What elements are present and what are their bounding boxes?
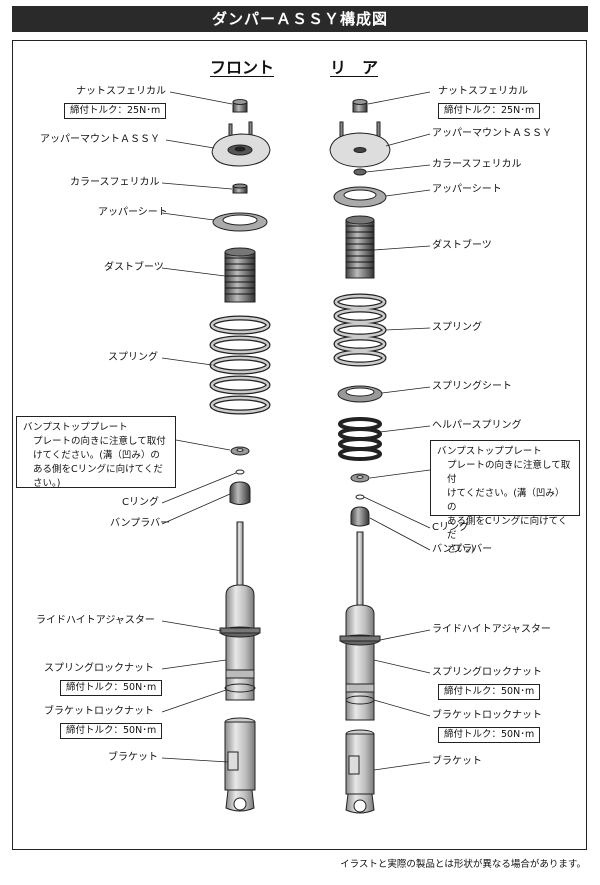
front-bump-rubber-part	[229, 481, 251, 505]
front-nut-part	[232, 99, 248, 113]
leader-lines	[161, 91, 431, 771]
rear-bump-stop-note: バンプストッププレート プレートの向きに注意して取付 けてください。(溝（凹み）…	[430, 440, 580, 555]
rear-c-ring-part	[355, 494, 365, 500]
rear-helper-spring-part	[338, 417, 382, 461]
front-assembly	[209, 99, 271, 812]
front-bump-stop-note: バンプストッププレート プレートの向きに注意して取付 けてください。(溝（凹み）…	[16, 416, 176, 489]
rear-damper-body-part	[339, 604, 381, 721]
rear-bracket-lock-torque: 締付トルク：50N･m	[438, 727, 541, 743]
front-dust-boot-part	[224, 247, 256, 303]
front-dust-boot-label: ダストブーツ	[104, 262, 164, 273]
rear-dust-boot-label: ダストブーツ	[432, 240, 492, 251]
disclaimer-footer: イラストと実際の製品とは形状が異なる場合があります。	[340, 859, 586, 870]
rear-spring-label: スプリング	[432, 322, 482, 333]
front-spring-lock-torque: 締付トルク：50N･m	[60, 680, 163, 696]
front-bump-rubber-label: バンプラバー	[110, 518, 171, 529]
front-nut-label: ナットスフェリカル	[76, 86, 166, 97]
front-upper-seat-label: アッパーシート	[98, 207, 168, 218]
rear-ride-height-label: ライドハイトアジャスター	[432, 624, 551, 635]
rear-bracket-part	[345, 729, 375, 814]
rear-helper-spring-label: ヘルパースプリング	[432, 420, 522, 431]
front-bracket-part	[224, 717, 256, 812]
front-upper-seat-part	[212, 212, 268, 232]
front-heading: フロント	[210, 58, 275, 77]
rear-spring-seat-label: スプリングシート	[432, 381, 512, 392]
front-collar-part	[232, 183, 248, 194]
rear-upper-seat-part	[333, 186, 387, 208]
front-note-body: プレートの向きに注意して取付 けてください。(溝（凹み）の ある側をCリングに向…	[33, 436, 166, 489]
rear-upper-seat-label: アッパーシート	[432, 184, 502, 195]
rear-collar-label: カラースフェリカル	[432, 159, 522, 170]
front-bracket-lock-nut-label: ブラケットロックナット	[44, 706, 154, 717]
rear-note-body: プレートの向きに注意して取付 けてください。(溝（凹み）の ある側をCリングに向…	[447, 460, 571, 555]
front-bump-plate-part	[230, 446, 250, 456]
rear-spring-lock-torque: 締付トルク：50N･m	[438, 684, 541, 700]
front-upper-mount-label: アッパーマウントＡＳＳＹ	[40, 134, 160, 145]
front-note-title: バンプストッププレート	[23, 422, 128, 433]
rear-bracket-lock-nut-label: ブラケットロックナット	[432, 710, 542, 721]
rear-dust-boot-part	[345, 215, 375, 279]
rear-bump-rubber-part	[350, 506, 370, 527]
rear-heading: リ ア	[330, 58, 379, 77]
diagram-frame	[12, 40, 587, 850]
front-damper-body-part	[219, 584, 261, 701]
front-spring-lock-nut-label: スプリングロックナット	[44, 663, 154, 674]
rear-bracket-label: ブラケット	[432, 756, 482, 767]
rear-spring-seat-part	[337, 385, 383, 403]
front-spring-label: スプリング	[108, 352, 158, 363]
front-ride-height-label: ライドハイトアジャスター	[36, 615, 155, 626]
rear-spring-lock-nut-label: スプリングロックナット	[432, 667, 542, 678]
rear-bump-rubber-label: バンプラバー	[432, 544, 493, 555]
rear-collar-part	[353, 168, 367, 176]
front-collar-label: カラースフェリカル	[70, 177, 160, 188]
front-bracket-lock-torque: 締付トルク：50N･m	[60, 723, 163, 739]
rear-nut-part	[352, 99, 368, 113]
front-c-ring-label: Cリング	[122, 497, 159, 508]
front-nut-torque: 締付トルク：25N･m	[64, 103, 167, 119]
front-bracket-label: ブラケット	[108, 752, 158, 763]
diagram-title: ダンパーＡＳＳＹ構成図	[12, 6, 588, 32]
front-upper-mount-part	[211, 121, 271, 167]
rear-nut-torque: 締付トルク：25N･m	[438, 103, 541, 119]
rear-upper-mount-part	[329, 121, 391, 168]
front-c-ring-part	[235, 469, 245, 475]
rear-assembly	[329, 99, 391, 814]
rear-upper-mount-label: アッパーマウントＡＳＳＹ	[432, 128, 552, 139]
rear-shaft-part	[356, 531, 364, 608]
rear-c-ring-label: Cリング	[432, 522, 469, 533]
front-shaft-part	[236, 521, 244, 588]
rear-nut-label: ナットスフェリカル	[438, 86, 528, 97]
rear-note-title: バンプストッププレート	[437, 446, 542, 457]
rear-bump-plate-part	[350, 473, 370, 483]
